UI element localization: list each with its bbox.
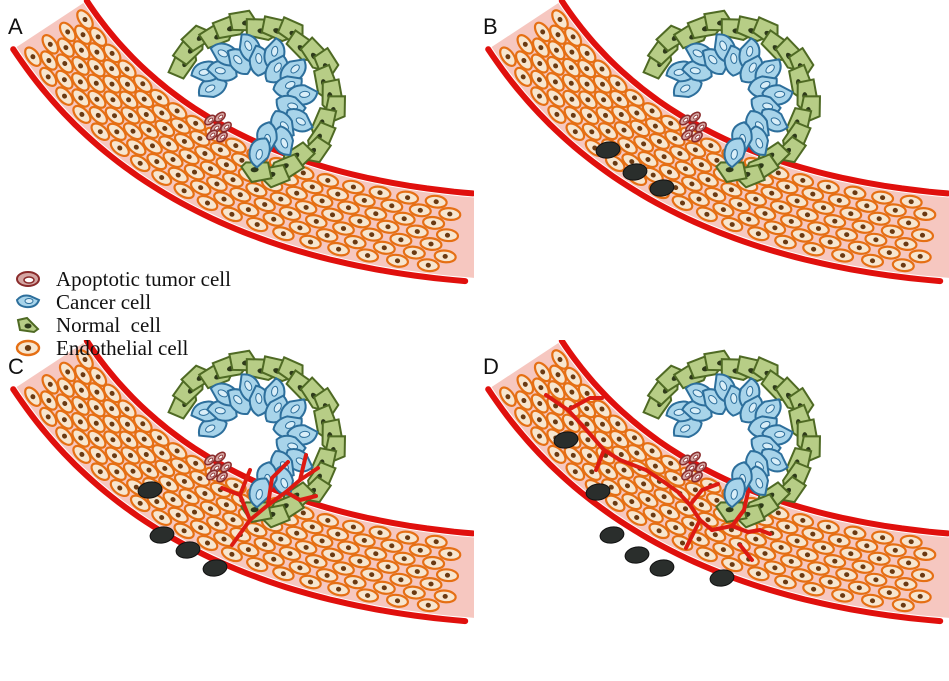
panel-c: C <box>0 340 474 680</box>
legend-item-normal: Normal cell <box>14 314 314 337</box>
apoptotic-tumor-cell <box>213 110 227 123</box>
legend-label: Apoptotic tumor cell <box>56 268 231 290</box>
legend-item-apoptotic: Apoptotic tumor cell <box>14 268 314 291</box>
normal-cell-icon <box>14 315 42 335</box>
activated-endothelial-cell <box>624 545 650 565</box>
legend-label: Cancer cell <box>56 291 151 313</box>
legend-label: Endothelial cell <box>56 337 188 359</box>
cancer-cell-icon <box>14 292 42 312</box>
panel-label: A <box>8 14 23 40</box>
legend: Apoptotic tumor cell Cancer cell Normal … <box>14 268 314 360</box>
panel-c-illustration <box>0 340 474 680</box>
legend-item-endothelial: Endothelial cell <box>14 337 314 360</box>
panel-label: D <box>483 354 499 380</box>
panel-d-illustration <box>475 340 949 680</box>
apoptotic-tumor-cell <box>213 450 227 463</box>
activated-endothelial-cell <box>599 525 625 545</box>
endothelial-cell-icon <box>14 338 42 358</box>
legend-label: Normal cell <box>56 314 161 336</box>
panel-b: B <box>475 0 949 340</box>
legend-item-cancer: Cancer cell <box>14 291 314 314</box>
panel-b-illustration <box>475 0 949 340</box>
panel-d: D <box>475 340 949 680</box>
apoptotic-tumor-cell-icon <box>14 269 42 289</box>
apoptotic-tumor-cell <box>688 110 702 123</box>
apoptotic-tumor-cell <box>688 450 702 463</box>
activated-endothelial-cell <box>649 558 675 578</box>
panel-label: B <box>483 14 498 40</box>
